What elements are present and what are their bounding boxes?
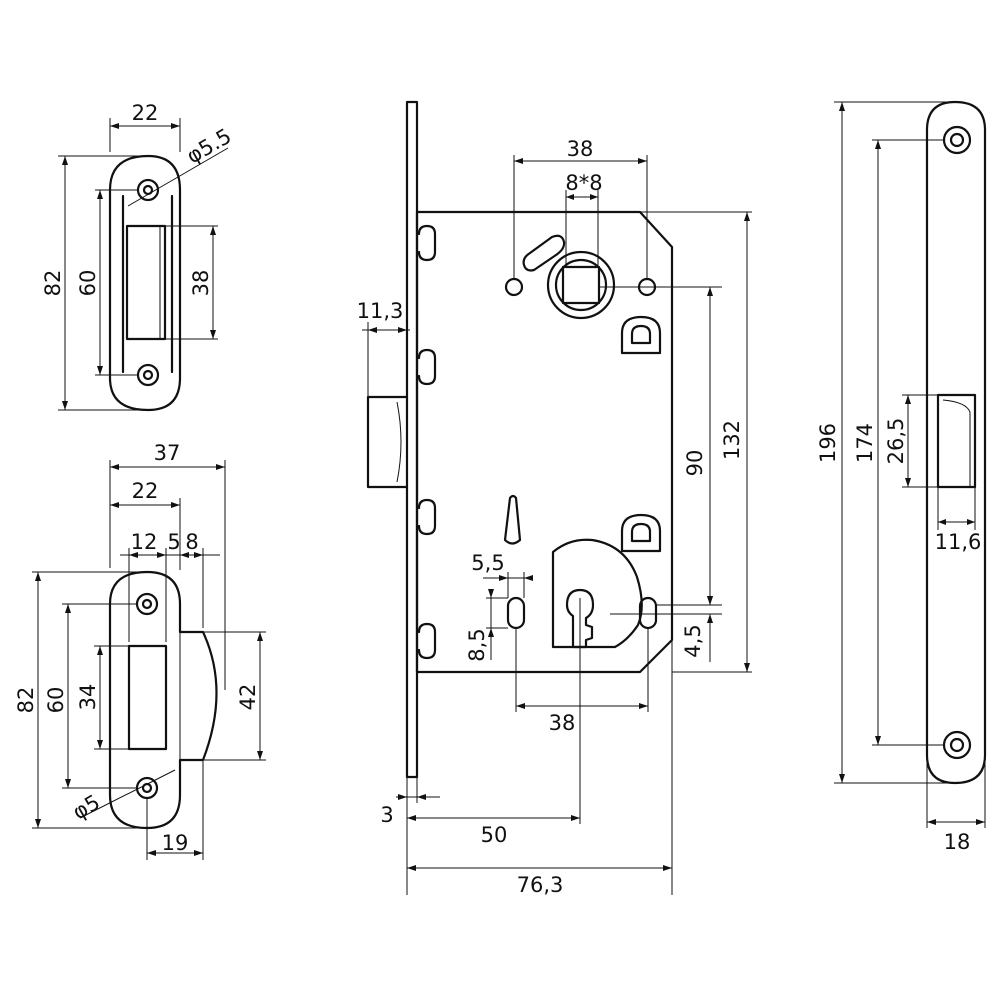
curved-slot-height-label: 34 <box>76 684 100 711</box>
curved-overall-width-label: 37 <box>154 441 181 465</box>
body-screw-slot-width-label: 5,5 <box>471 551 504 575</box>
faceplate-length-label: 196 <box>816 423 840 463</box>
curved-offset-c-label: 8 <box>185 530 198 554</box>
curved-offset-b-label: 5 <box>167 530 180 554</box>
curved-hole-spacing-label: 60 <box>44 687 68 714</box>
body-overall-depth-label: 76,3 <box>517 873 564 897</box>
body-faceplate-thickness-label: 3 <box>380 803 393 827</box>
flat-width-label: 22 <box>132 101 159 125</box>
body-screw-slot-height-label: 8,5 <box>465 628 489 661</box>
body-latch-projection-label: 11,3 <box>357 299 404 323</box>
faceplate-front <box>834 100 987 828</box>
curved-plate-width-label: 22 <box>132 479 159 503</box>
strike-plate-curved <box>32 460 266 860</box>
faceplate-width-label: 18 <box>944 830 971 854</box>
body-key-spacing-label: 38 <box>549 711 576 735</box>
curved-offset-a-label: 12 <box>131 530 158 554</box>
body-backset-label: 50 <box>481 823 508 847</box>
faceplate-latch-height-label: 26,5 <box>884 418 908 465</box>
body-handle-spacing-label: 38 <box>567 137 594 161</box>
flat-hole-diameter-label: φ5.5 <box>183 124 236 168</box>
body-keyhole-offset-label: 4,5 <box>681 624 705 657</box>
faceplate-latch-width-label: 11,6 <box>935 530 982 554</box>
body-center-distance-label: 90 <box>683 450 707 477</box>
flat-hole-spacing-label: 60 <box>76 270 100 297</box>
lock-body <box>362 100 752 895</box>
curved-height-label: 82 <box>14 687 38 714</box>
strike-plate-flat <box>58 118 229 412</box>
curved-hole-diameter-label: φ5 <box>69 790 105 824</box>
curved-lip-height-label: 42 <box>236 684 260 711</box>
body-spindle-square-label: 8*8 <box>565 171 602 195</box>
body-height-label: 132 <box>720 420 744 460</box>
flat-height-label: 82 <box>41 270 65 297</box>
curved-lip-depth-label: 19 <box>162 831 189 855</box>
faceplate-screw-spacing-label: 174 <box>853 423 877 463</box>
flat-slot-height-label: 38 <box>189 270 213 297</box>
